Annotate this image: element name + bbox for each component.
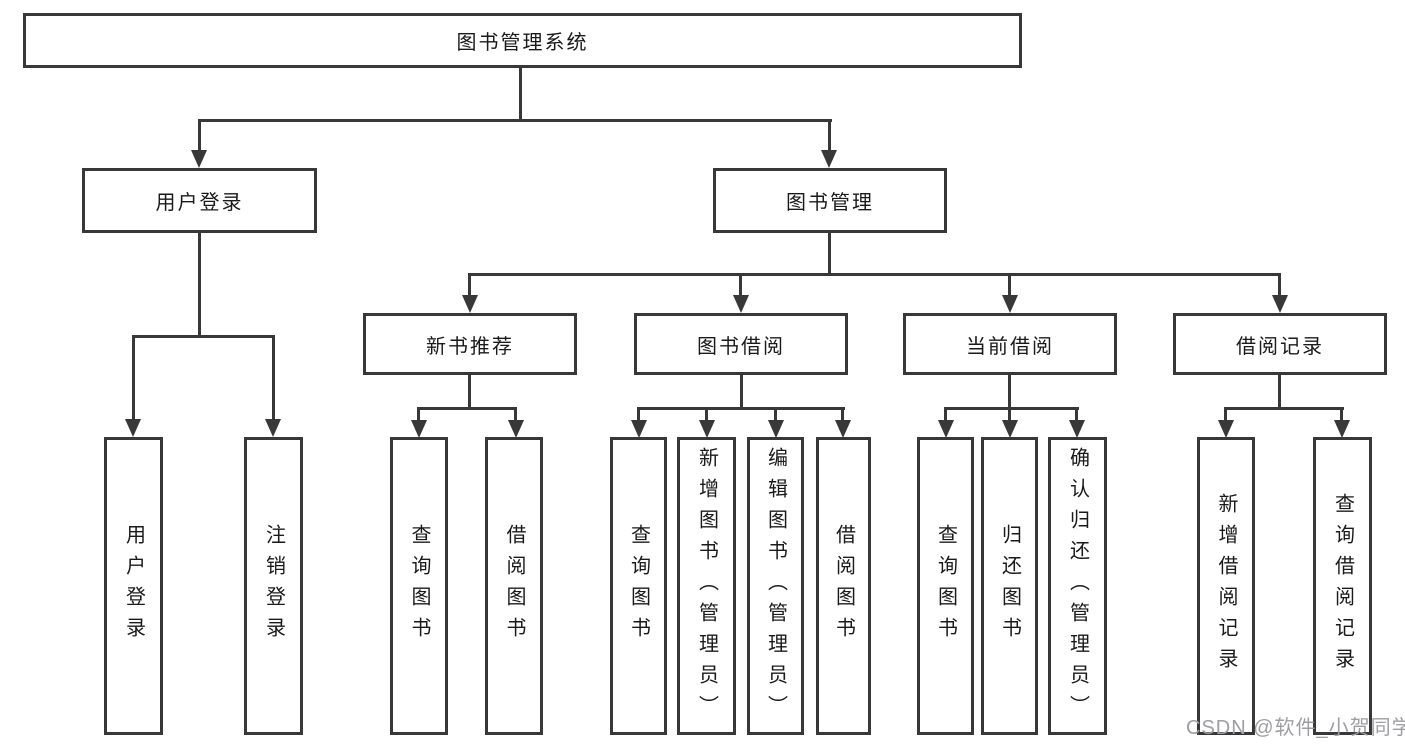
connector-line	[514, 407, 517, 422]
connector-line	[132, 335, 275, 338]
arrowhead-down-icon	[768, 420, 784, 438]
connector-line	[1340, 407, 1343, 422]
arrowhead-down-icon	[835, 420, 851, 438]
connector-line	[1278, 375, 1281, 407]
arrowhead-down-icon	[265, 419, 281, 437]
leaf-label: 新增图书（管理员）	[695, 446, 718, 726]
leaf-current-return-books: 归还图书	[981, 437, 1038, 735]
connector-line	[828, 233, 831, 273]
connector-line	[944, 407, 1079, 410]
connector-line	[468, 273, 1281, 276]
node-user-login: 用户登录	[82, 168, 317, 233]
connector-line	[468, 375, 471, 407]
connector-line	[272, 335, 275, 421]
leaf-label: 确认归还（管理员）	[1066, 446, 1089, 726]
leaf-label: 查询图书	[934, 524, 957, 648]
connector-line	[705, 407, 708, 422]
leaf-label: 归还图书	[998, 524, 1021, 648]
leaf-label: 新增借阅记录	[1215, 493, 1237, 679]
leaf-label: 编辑图书（管理员）	[764, 446, 787, 726]
leaf-borrow-query-books: 查询图书	[610, 437, 667, 735]
arrowhead-down-icon	[125, 419, 141, 437]
arrowhead-down-icon	[1272, 295, 1288, 313]
leaf-records-add-record: 新增借阅记录	[1197, 437, 1255, 735]
connector-line	[468, 273, 471, 297]
connector-line	[1224, 407, 1344, 410]
leaf-logout: 注销登录	[244, 437, 303, 735]
connector-line	[417, 407, 517, 410]
node-library-system: 图书管理系统	[23, 13, 1022, 68]
arrowhead-down-icon	[1334, 420, 1350, 438]
connector-line	[637, 407, 845, 410]
leaf-current-query-books: 查询图书	[917, 437, 974, 735]
leaf-label: 借阅图书	[832, 524, 855, 648]
arrowhead-down-icon	[462, 295, 478, 313]
connector-line	[1008, 375, 1011, 407]
connector-line	[198, 119, 201, 152]
arrowhead-down-icon	[191, 150, 207, 168]
watermark: CSDN @软件_小贺同学	[1186, 717, 1405, 739]
leaf-label: 用户登录	[122, 524, 145, 648]
arrowhead-down-icon	[733, 295, 749, 313]
connector-line	[1278, 273, 1281, 297]
arrowhead-down-icon	[821, 150, 837, 168]
leaf-newbook-borrow-books: 借阅图书	[485, 437, 543, 735]
connector-line	[637, 407, 640, 422]
node-book-management: 图书管理	[713, 168, 947, 233]
connector-line	[519, 68, 522, 119]
connector-line	[739, 273, 742, 297]
leaf-borrow-edit-books-admin: 编辑图书（管理员）	[747, 437, 804, 735]
connector-line	[944, 407, 947, 422]
leaf-borrow-add-books-admin: 新增图书（管理员）	[677, 437, 736, 735]
leaf-user-login: 用户登录	[104, 437, 163, 735]
connector-line	[1075, 407, 1078, 422]
node-borrow-records: 借阅记录	[1173, 313, 1387, 375]
leaf-records-query-record: 查询借阅记录	[1313, 437, 1372, 735]
connector-line	[198, 119, 832, 122]
leaf-label: 查询借阅记录	[1331, 493, 1354, 679]
node-current-borrow: 当前借阅	[903, 313, 1117, 375]
node-book-borrow: 图书借阅	[634, 313, 848, 375]
connector-line	[417, 407, 420, 422]
leaf-label: 注销登录	[262, 524, 285, 648]
leaf-label: 借阅图书	[503, 524, 525, 648]
arrowhead-down-icon	[699, 420, 715, 438]
arrowhead-down-icon	[1002, 295, 1018, 313]
connector-line	[740, 375, 743, 407]
node-new-book-recommend: 新书推荐	[363, 313, 577, 375]
arrowhead-down-icon	[508, 420, 524, 438]
connector-line	[1224, 407, 1227, 422]
leaf-newbook-query-books: 查询图书	[390, 437, 448, 735]
leaf-label: 查询图书	[408, 524, 430, 648]
arrowhead-down-icon	[938, 420, 954, 438]
leaf-label: 查询图书	[627, 524, 650, 648]
connector-line	[828, 119, 831, 152]
arrowhead-down-icon	[1218, 420, 1234, 438]
connector-line	[198, 233, 201, 335]
connector-line	[132, 335, 135, 421]
arrowhead-down-icon	[1069, 420, 1085, 438]
leaf-borrow-borrow-books: 借阅图书	[816, 437, 871, 735]
connector-line	[841, 407, 844, 422]
arrowhead-down-icon	[1002, 420, 1018, 438]
connector-line	[1008, 273, 1011, 297]
arrowhead-down-icon	[631, 420, 647, 438]
leaf-current-confirm-return-admin: 确认归还（管理员）	[1048, 437, 1107, 735]
connector-line	[1008, 407, 1011, 422]
connector-line	[774, 407, 777, 422]
arrowhead-down-icon	[411, 420, 427, 438]
